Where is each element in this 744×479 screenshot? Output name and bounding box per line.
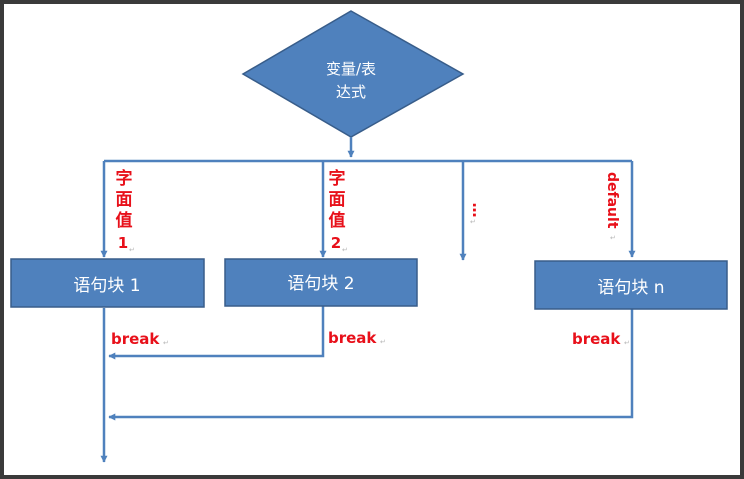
statement-block-n-label: 语句块 n [597,278,664,298]
case-label-1-char-3: 值 [116,210,133,231]
case-label-default: default [604,172,620,229]
break-label-n: break [572,330,621,348]
flowchart-canvas: 变量/表 达式 语句块 1 语句块 2 语句块 n 字 面 值 1 ↵ 字 面 … [4,4,740,475]
break-return-2 [108,306,325,360]
case-label-2-char-1: 字 [329,168,346,189]
break-label-2: break [328,329,377,347]
paragraph-mark: ↵ [610,234,616,242]
case-label-ellipsis: … [469,203,487,218]
paragraph-mark: ↵ [380,338,386,346]
case-label-2-char-2: 面 [329,190,346,210]
statement-block-1-label: 语句块 1 [73,276,140,296]
case-label-1-char-2: 面 [116,190,133,210]
statement-block-1 [10,258,205,308]
statement-block-n [534,260,728,310]
paragraph-mark: ↵ [470,218,476,226]
paragraph-mark: ↵ [129,246,135,254]
connectors [100,137,636,463]
case-label-1-char-4: 1 [118,234,128,252]
switch-flowchart: 变量/表 达式 语句块 1 语句块 2 语句块 n 字 面 值 1 ↵ 字 面 … [10,10,728,463]
case-label-2-char-4: 2 [331,234,341,252]
case-label-1-char-1: 字 [116,168,133,189]
paragraph-mark: ↵ [342,246,348,254]
break-return-n [108,309,634,421]
case-label-2-char-3: 值 [329,210,346,231]
paragraph-mark: ↵ [163,339,169,347]
break-label-1: break [111,330,160,348]
statement-block-2-label: 语句块 2 [287,274,354,294]
statement-block-2 [224,258,418,307]
paragraph-mark: ↵ [624,339,630,347]
decision-label-line1: 变量/表 [326,60,376,78]
decision-label-line2: 达式 [336,83,366,101]
